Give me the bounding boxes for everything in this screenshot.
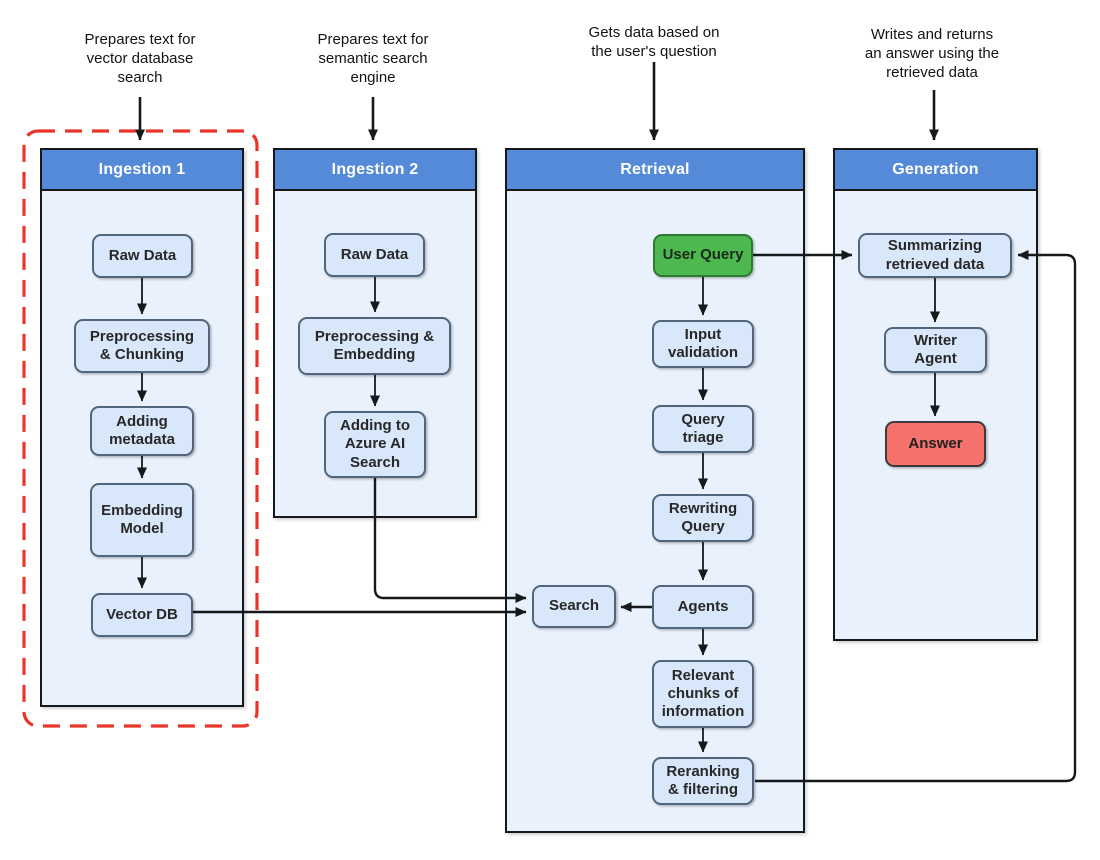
node-answer: Answer <box>885 421 986 467</box>
node-raw-data-2: Raw Data <box>324 233 425 277</box>
container-generation: Generation <box>833 148 1038 641</box>
node-preprocessing-chunking: Preprocessing & Chunking <box>74 319 210 373</box>
node-adding-metadata: Adding metadata <box>90 406 194 456</box>
node-preprocessing-embedding: Preprocessing & Embedding <box>298 317 451 375</box>
node-input-validation: Input validation <box>652 320 754 368</box>
node-adding-to-azure-ai-search: Adding to Azure AI Search <box>324 411 426 478</box>
node-reranking-filtering: Reranking & filtering <box>652 757 754 805</box>
node-search: Search <box>532 585 616 628</box>
node-writer-agent: Writer Agent <box>884 327 987 373</box>
node-agents: Agents <box>652 585 754 629</box>
annotation-ingestion-1: Prepares text for vector database search <box>84 31 196 87</box>
node-raw-data-1: Raw Data <box>92 234 193 278</box>
node-relevant-chunks: Relevant chunks of information <box>652 660 754 728</box>
node-rewriting-query: Rewriting Query <box>652 494 754 542</box>
annotation-retrieval: Gets data based on the user's question <box>588 24 720 61</box>
node-user-query: User Query <box>653 234 753 277</box>
container-retrieval-header: Retrieval <box>507 150 803 191</box>
container-ingestion-2-header: Ingestion 2 <box>275 150 475 191</box>
node-query-triage: Query triage <box>652 405 754 453</box>
annotation-generation: Writes and returns an answer using the r… <box>864 26 1000 82</box>
node-vector-db: Vector DB <box>91 593 193 637</box>
container-generation-header: Generation <box>835 150 1036 191</box>
annotation-ingestion-2: Prepares text for semantic search engine <box>317 31 429 87</box>
node-summarizing-retrieved-data: Summarizing retrieved data <box>858 233 1012 278</box>
container-ingestion-1-header: Ingestion 1 <box>42 150 242 191</box>
node-embedding-model: Embedding Model <box>90 483 194 557</box>
